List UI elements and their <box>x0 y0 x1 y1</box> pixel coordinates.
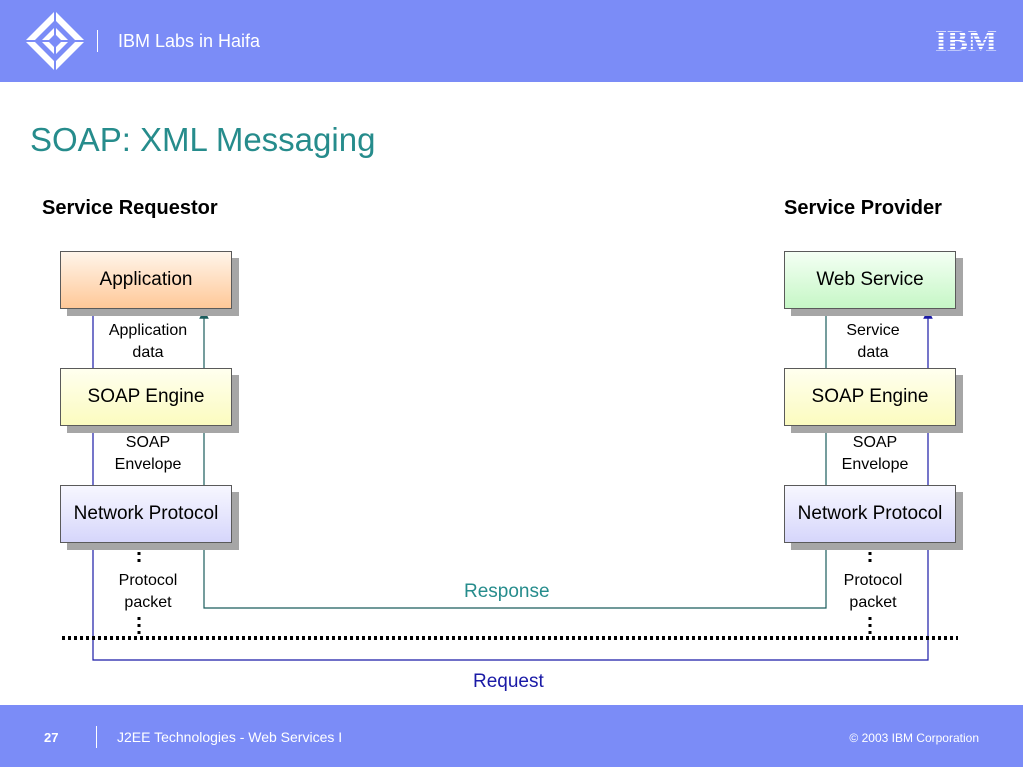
footer-divider <box>96 726 97 748</box>
requestor-network-protocol-box: Network Protocol <box>60 485 232 543</box>
response-label: Response <box>464 581 550 602</box>
svg-text:IBM: IBM <box>935 26 997 54</box>
service-requestor-heading: Service Requestor <box>42 197 218 219</box>
application-box: Application <box>60 251 232 309</box>
diamond-logo-icon <box>25 11 85 71</box>
header-title: IBM Labs in Haifa <box>118 31 261 51</box>
footer-course-title: J2EE Technologies - Web Services I <box>117 729 343 745</box>
header-bar: IBM Labs in Haifa IBM <box>0 0 1023 82</box>
requestor-soap-engine-box: SOAP Engine <box>60 368 232 426</box>
web-service-box: Web Service <box>784 251 956 309</box>
footer-copyright: © 2003 IBM Corporation <box>849 731 979 745</box>
provider-soap-engine-box: SOAP Engine <box>784 368 956 426</box>
response-line <box>199 309 827 609</box>
provider-network-protocol-box: Network Protocol <box>784 485 956 543</box>
header-divider <box>97 30 98 52</box>
request-label: Request <box>473 671 544 692</box>
page-number: 27 <box>44 730 59 745</box>
footer-bar: 27 J2EE Technologies - Web Services I © … <box>0 705 1023 767</box>
service-provider-heading: Service Provider <box>784 197 942 219</box>
slide-title: SOAP: XML Messaging <box>30 121 376 158</box>
ibm-logo: IBM <box>935 26 997 54</box>
